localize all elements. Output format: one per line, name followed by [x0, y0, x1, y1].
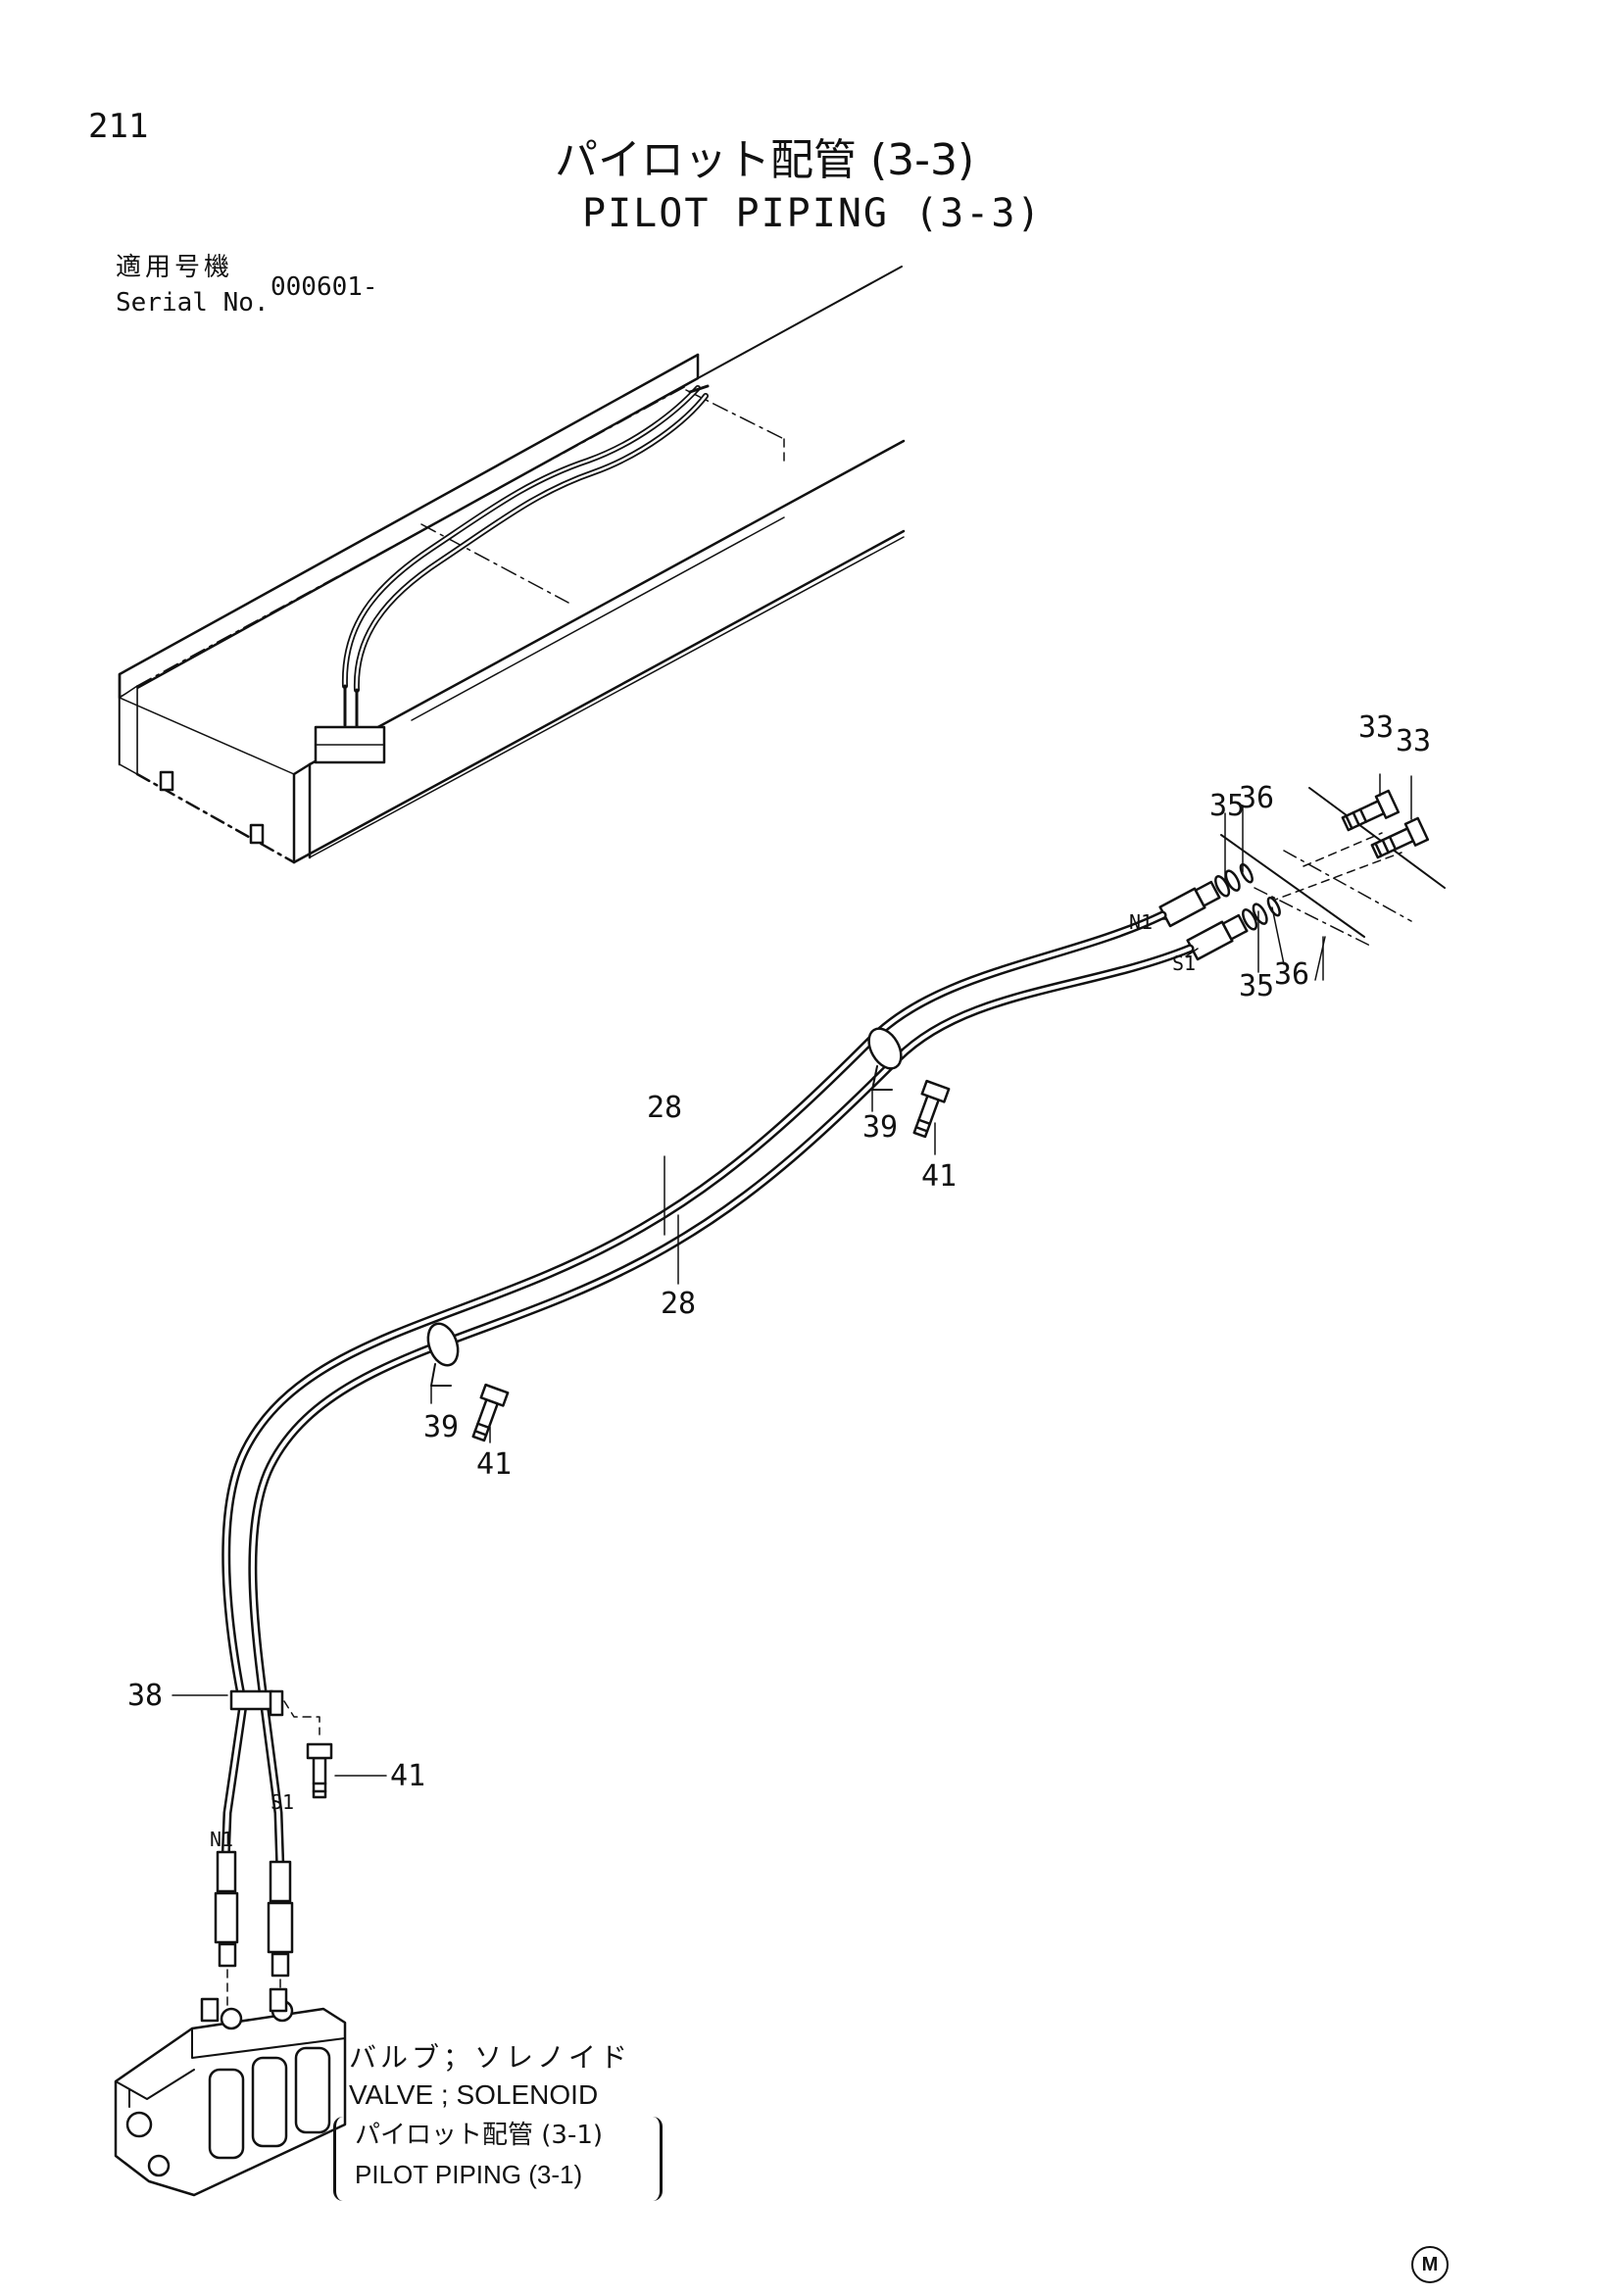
tag-n1-lower: N1 [210, 1828, 233, 1851]
callout-39-upper: 39 [862, 1110, 898, 1145]
pilot-hose-drawing [172, 910, 1195, 2020]
callout-38: 38 [127, 1679, 163, 1713]
solenoid-valve-drawing [114, 1987, 347, 2197]
callout-41-bottom: 41 [390, 1759, 425, 1793]
callout-41-upper: 41 [921, 1159, 957, 1194]
serial-label-jp: 適用号機 [116, 253, 234, 282]
serial-value: 000601- [270, 272, 378, 302]
callout-35-lower: 35 [1239, 969, 1274, 1003]
page-title-en: PILOT PIPING (3-3) [582, 191, 1043, 236]
tag-s1-lower: S1 [270, 1790, 294, 1814]
tag-s1-upper: S1 [1172, 952, 1196, 975]
callout-36-upper: 36 [1239, 781, 1274, 815]
page-title-jp: パイロット配管 (3-3) [555, 135, 975, 185]
tag-n1-upper: N1 [1129, 910, 1153, 934]
callout-28-lower: 28 [661, 1287, 696, 1321]
upper-fittings-drawing [1148, 773, 1446, 981]
reference-label-jp: パイロット配管 (3-1) [355, 2121, 604, 2150]
valve-label-en: VALVE ; SOLENOID [349, 2079, 599, 2110]
maker-mark: M [1411, 2246, 1449, 2283]
valve-label-jp: バルブ；ソレノイド [349, 2041, 632, 2074]
callout-35-upper: 35 [1209, 789, 1245, 823]
reference-label-en: PILOT PIPING (3-1) [355, 2160, 583, 2189]
callout-33-left: 33 [1358, 710, 1394, 745]
callout-33-right: 33 [1396, 724, 1431, 758]
reference-bracket [333, 2117, 663, 2201]
serial-label-en: Serial No. [116, 288, 270, 318]
callout-28-upper: 28 [647, 1091, 682, 1125]
page-number: 211 [88, 107, 149, 146]
callout-36-lower: 36 [1274, 957, 1309, 992]
callout-39-lower: 39 [423, 1410, 459, 1444]
callout-41-lower: 41 [476, 1447, 512, 1482]
boom-housing-drawing [118, 266, 906, 864]
